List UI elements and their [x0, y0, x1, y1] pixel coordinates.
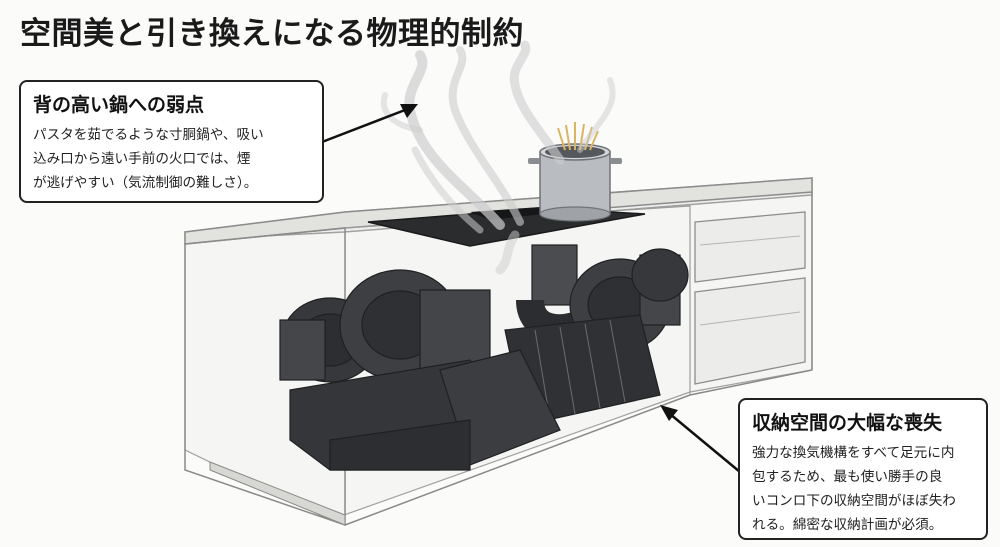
callout-tall-pot-weakness: 背の高い鍋への弱点 パスタを茹でるような寸胴鍋や、吸い 込み口から遠い手前の火口…	[19, 80, 324, 203]
callout-line: パスタを茹でるような寸胴鍋や、吸い	[33, 127, 264, 143]
arrow-to-storage	[660, 405, 741, 473]
callout-line: が逃げやすい（気流制御の難しさ）。	[33, 175, 258, 191]
callout-line: 包するため、最も使い勝手の良	[752, 469, 943, 485]
callout-line: 強力な換気機構をすべて足元に内	[752, 445, 955, 461]
page-title: 空間美と引き換えになる物理的制約	[20, 16, 524, 52]
callout-heading: 収納空間の大幅な喪失	[752, 412, 943, 434]
callout-line: いコンロ下の収納空間がほぼ失わ	[752, 493, 956, 509]
callout-line: 込み口から遠い手前の火口では、煙	[33, 151, 251, 167]
callout-storage-loss: 収納空間の大幅な喪失 強力な換気機構をすべて足元に内 包するため、最も使い勝手の…	[738, 398, 988, 540]
callout-heading: 背の高い鍋への弱点	[33, 94, 205, 116]
stock-pot	[528, 122, 622, 222]
callout-body: 強力な換気機構をすべて足元に内 包するため、最も使い勝手の良 いコンロ下の収納空…	[752, 441, 974, 537]
callout-body: パスタを茹でるような寸胴鍋や、吸い 込み口から遠い手前の火口では、煙 が逃げやす…	[33, 123, 310, 195]
callout-line: れる。綿密な収納計画が必須。	[752, 517, 943, 533]
arrow-to-smoke	[321, 104, 418, 144]
ventilation-machinery	[279, 244, 689, 471]
